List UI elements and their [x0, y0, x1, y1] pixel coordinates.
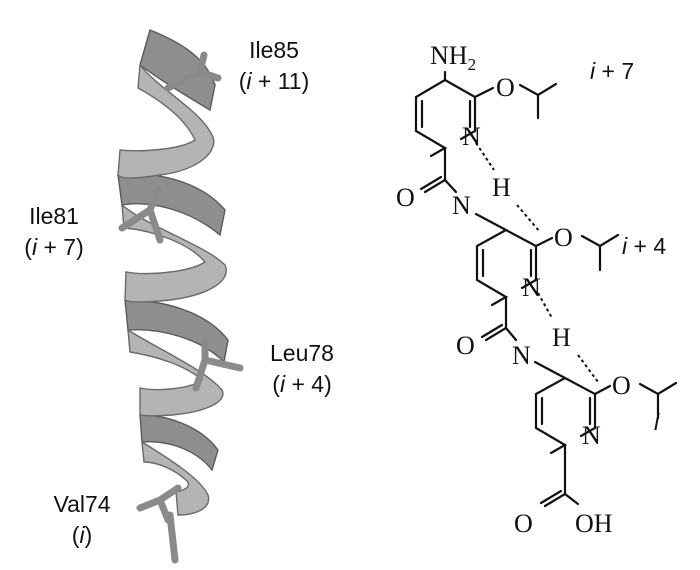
- carboxylic-oh: OH: [575, 509, 613, 538]
- ring-n-1: N: [462, 122, 481, 151]
- label-leu78-position: (i + 4): [272, 371, 331, 397]
- carbonyl-o-1: O: [396, 183, 415, 212]
- label-val74-residue: Val74: [53, 491, 110, 517]
- alpha-helix-ribbon: [117, 29, 244, 564]
- label-ile85-residue: Ile85: [249, 37, 299, 63]
- label-val74-position: (i): [72, 522, 92, 548]
- pyridine-scaffold-structure: [414, 70, 678, 508]
- ring-n-3: N: [582, 421, 601, 450]
- carbonyl-o-2: O: [456, 331, 475, 360]
- amine-nh2: NH2: [430, 41, 476, 74]
- amide-h-2: H: [552, 323, 571, 352]
- amide-n-1: N: [452, 191, 471, 220]
- label-ile85-position: (i + 11): [239, 68, 310, 94]
- scaffold-label-middle: i + 4: [622, 233, 666, 259]
- label-ile81-residue: Ile81: [29, 203, 79, 229]
- label-leu78-residue: Leu78: [270, 340, 334, 366]
- scaffold-label-bottom: i: [654, 409, 660, 435]
- ether-o-2: O: [554, 223, 573, 252]
- amide-n-2: N: [512, 341, 531, 370]
- carbonyl-o-3: O: [514, 509, 533, 538]
- amide-h-1: H: [492, 173, 511, 202]
- ring-n-2: N: [522, 273, 541, 302]
- ether-o-3: O: [612, 371, 631, 400]
- label-ile81-position: (i + 7): [24, 234, 83, 260]
- ether-o-1: O: [496, 73, 515, 102]
- scaffold-label-top: i + 7: [590, 58, 634, 84]
